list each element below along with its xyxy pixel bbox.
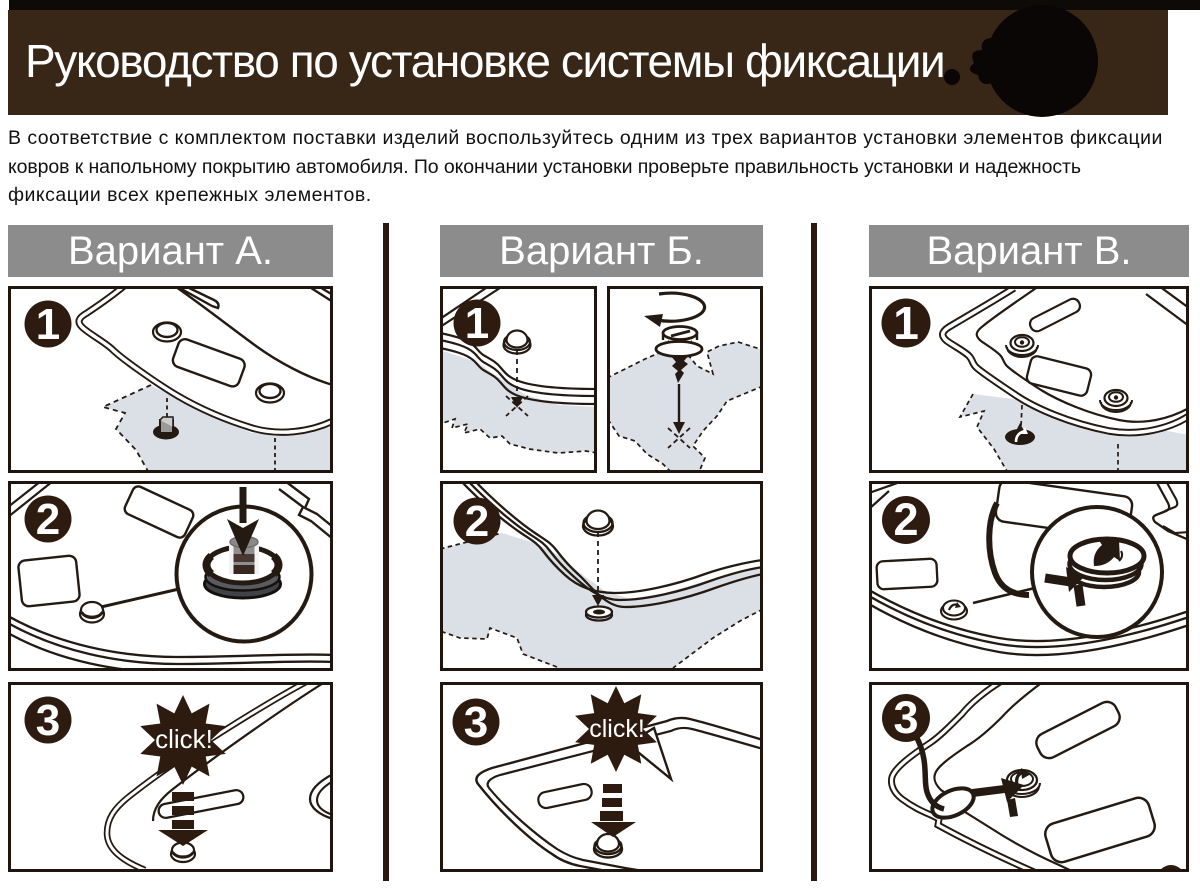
svg-text:3: 3 <box>464 698 488 747</box>
svg-text:1: 1 <box>36 300 60 349</box>
svg-text:2: 2 <box>465 497 489 546</box>
svg-text:2: 2 <box>36 495 60 544</box>
svg-text:click!: click! <box>155 724 213 754</box>
svg-text:1: 1 <box>893 297 919 349</box>
svg-text:3: 3 <box>893 692 918 743</box>
svg-text:2: 2 <box>893 494 918 545</box>
svg-text:3: 3 <box>36 696 60 745</box>
svg-text:1: 1 <box>465 299 489 348</box>
svg-text:click!: click! <box>589 715 645 743</box>
